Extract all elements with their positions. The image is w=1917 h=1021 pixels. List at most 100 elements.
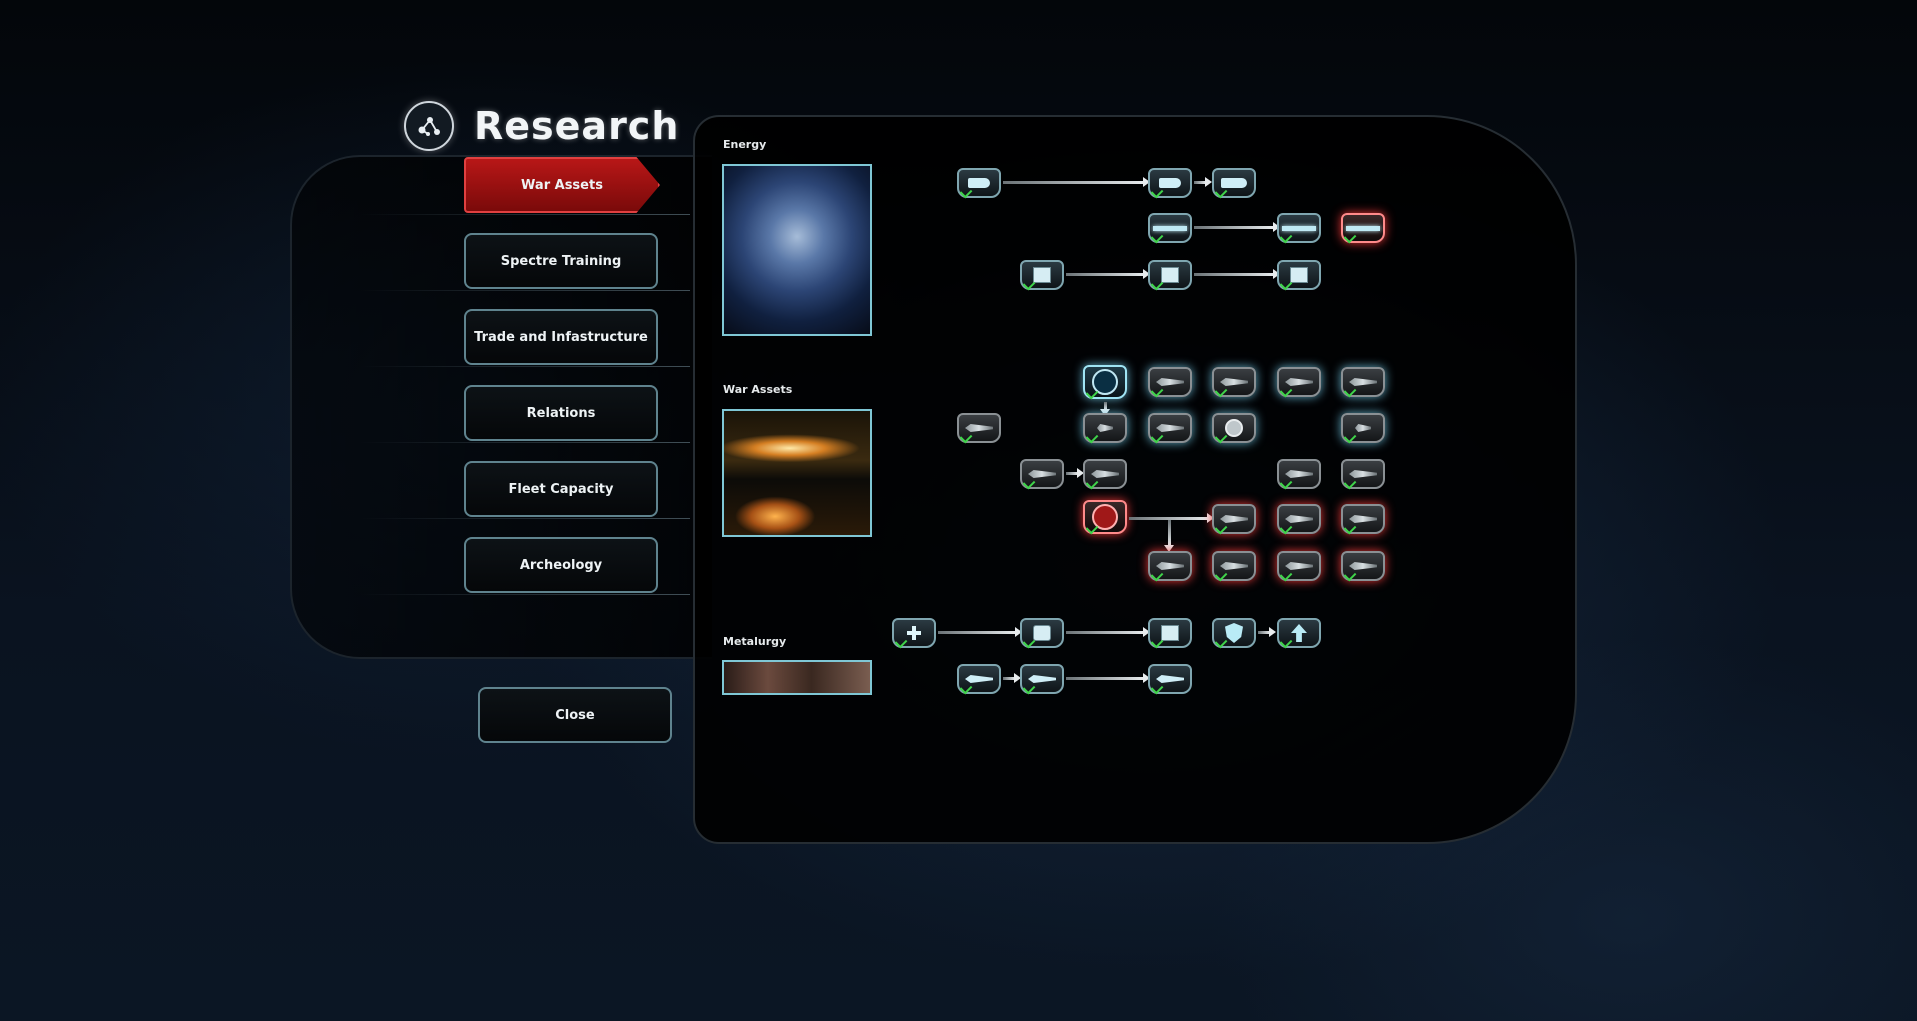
tech-node[interactable] [1020,459,1064,490]
section-title-energy: Energy [723,138,767,151]
checkmark-icon [1085,476,1099,490]
checkmark-icon [1343,476,1357,490]
chip-icon [1161,267,1179,283]
tech-node[interactable] [1212,618,1256,649]
divider [360,214,690,215]
shield-icon [1225,623,1243,643]
checkmark-icon [1279,521,1293,535]
tech-node[interactable] [1212,168,1256,199]
tech-node[interactable] [1020,664,1064,695]
checkmark-icon [959,430,973,444]
page-title: Research [474,104,680,148]
tech-node[interactable] [1277,551,1321,582]
tab-label: Trade and Infastructure [474,329,648,345]
checkmark-icon [1150,430,1164,444]
tech-node[interactable] [1277,213,1321,244]
tech-node[interactable] [957,664,1001,695]
tech-node[interactable] [1212,504,1256,535]
ship-icon [1285,470,1313,478]
ship-icon [1028,470,1056,478]
tech-node[interactable] [1212,367,1256,398]
blade-icon [1028,675,1056,683]
circuit-icon [1161,625,1179,641]
checkmark-icon [1279,230,1293,244]
tech-node[interactable] [1083,459,1127,490]
tech-link [1003,673,1021,683]
tech-link [1194,177,1212,187]
checkmark-icon [1279,635,1293,649]
tech-node[interactable] [1212,413,1256,444]
tech-node[interactable] [1148,213,1192,244]
tech-link [938,627,1022,637]
checkmark-icon [1279,568,1293,582]
tech-node[interactable] [1020,260,1064,291]
beam-icon [1346,225,1380,231]
tab-label: Relations [526,405,596,421]
cerberus-emblem-icon [1092,504,1118,530]
checkmark-icon [1150,384,1164,398]
tech-node[interactable] [1341,367,1385,398]
ship-icon [1156,378,1184,386]
medkit-icon [1033,625,1051,641]
ship-icon [1355,424,1371,432]
checkmark-icon [1343,384,1357,398]
tech-node[interactable] [1212,551,1256,582]
ship-icon [965,424,993,432]
checkmark-icon [1343,521,1357,535]
tech-node[interactable] [1148,664,1192,695]
ship-icon [1285,378,1313,386]
tech-node[interactable] [1083,413,1127,444]
checkmark-icon [1279,384,1293,398]
tech-node[interactable] [1148,168,1192,199]
tech-node[interactable] [1148,618,1192,649]
tech-link [1003,177,1150,187]
tech-node[interactable] [1277,260,1321,291]
checkmark-icon [1150,568,1164,582]
tech-node[interactable] [1341,551,1385,582]
tab-spectre-training[interactable]: Spectre Training [464,233,658,289]
tech-node[interactable] [892,618,936,649]
tab-war-assets[interactable]: War Assets [464,157,660,213]
checkmark-icon [1150,230,1164,244]
ship-icon [1349,515,1377,523]
alliance-emblem-icon [1092,369,1118,395]
divider [360,290,690,291]
tech-node[interactable] [1277,459,1321,490]
tech-node[interactable] [1148,551,1192,582]
blade-icon [965,675,993,683]
section-title-metalurgy: Metalurgy [723,635,787,648]
checkmark-icon [1214,568,1228,582]
checkmark-icon [1214,521,1228,535]
tab-label: Spectre Training [500,253,622,269]
tech-node[interactable] [1277,504,1321,535]
checkmark-icon [1343,568,1357,582]
tech-node[interactable] [1020,618,1064,649]
tech-node[interactable] [1083,365,1127,400]
tech-node[interactable] [1277,618,1321,649]
capsule-icon [1159,178,1181,188]
checkmark-icon [894,635,908,649]
tech-node[interactable] [1277,367,1321,398]
tech-node[interactable] [1148,413,1192,444]
tech-node[interactable] [957,168,1001,199]
close-button[interactable]: Close [478,687,672,743]
tech-node[interactable] [1341,413,1385,444]
tech-node[interactable] [957,413,1001,444]
ship-icon [1285,515,1313,523]
tab-trade-and-infrastructure[interactable]: Trade and Infastructure [464,309,658,365]
close-button-label: Close [555,707,595,723]
tech-node[interactable] [1148,367,1192,398]
tech-link [1194,269,1280,279]
tech-link [1066,673,1150,683]
ship-icon [1349,378,1377,386]
tech-node[interactable] [1341,459,1385,490]
tech-node[interactable] [1148,260,1192,291]
tech-node-locked[interactable] [1341,213,1385,244]
tech-node[interactable] [1341,504,1385,535]
tab-relations[interactable]: Relations [464,385,658,441]
tech-link [1129,513,1214,523]
tech-node[interactable] [1083,500,1127,535]
tab-archeology[interactable]: Archeology [464,537,658,593]
tab-fleet-capacity[interactable]: Fleet Capacity [464,461,658,517]
